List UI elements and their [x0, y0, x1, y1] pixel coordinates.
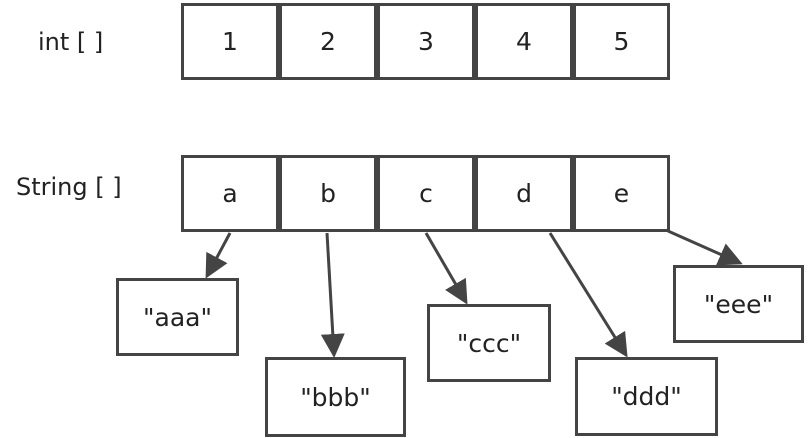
int-cell: 1 — [181, 3, 279, 80]
arrow-d-to-ddd — [548, 232, 628, 358]
string-cell: c — [377, 155, 475, 232]
string-object-bbb: "bbb" — [265, 357, 406, 437]
arrow-a-to-aaa — [205, 232, 232, 279]
int-cell: 2 — [279, 3, 377, 80]
string-cell: d — [475, 155, 573, 232]
string-cell: e — [573, 155, 670, 232]
int-cell: 5 — [573, 3, 670, 80]
arrow-c-to-ccc — [424, 232, 468, 305]
string-cell: b — [279, 155, 377, 232]
string-object-ddd: "ddd" — [575, 357, 718, 436]
arrow-e-to-eee — [667, 229, 743, 266]
string-object-eee: "eee" — [673, 265, 804, 343]
string-array-label: String [ ] — [16, 173, 122, 201]
string-object-aaa: "aaa" — [116, 278, 239, 356]
int-cell: 4 — [475, 3, 573, 80]
int-array-label: int [ ] — [38, 28, 104, 56]
arrow-b-to-bbb — [320, 232, 345, 358]
string-cell: a — [181, 155, 279, 232]
string-object-ccc: "ccc" — [427, 304, 551, 382]
int-cell: 3 — [377, 3, 475, 80]
